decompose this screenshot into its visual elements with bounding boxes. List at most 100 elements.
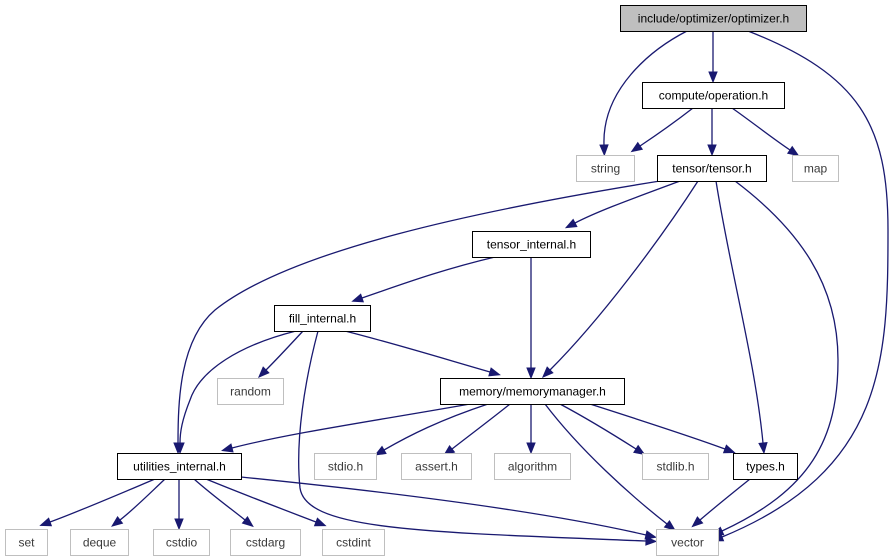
node-fill-internal[interactable]: fill_internal.h [274, 305, 371, 332]
edge-memorymanager-to-types [589, 403, 736, 454]
edge-utilities_internal-to-cstdint [205, 478, 327, 527]
edge-line [177, 180, 661, 444]
edges-layer [39, 30, 889, 546]
node-label: utilities_internal.h [133, 460, 226, 474]
node-label: set [18, 536, 35, 550]
node-box [117, 453, 242, 480]
node-label: types.h [746, 460, 785, 474]
edge-utilities_internal-to-set [39, 478, 156, 527]
node-algorithm: algorithm [494, 453, 571, 480]
node-box [494, 453, 571, 480]
arrowhead-icon [351, 293, 365, 303]
node-tensor[interactable]: tensor/tensor.h [657, 155, 767, 182]
node-label: map [804, 162, 828, 176]
edge-line [549, 180, 699, 371]
node-cstdint: cstdint [322, 529, 385, 556]
node-label: cstdio [166, 536, 198, 550]
node-operation[interactable]: compute/operation.h [642, 82, 785, 109]
arrowhead-icon [707, 144, 717, 157]
arrowhead-icon [722, 444, 736, 454]
node-box [314, 453, 377, 480]
edge-memorymanager-to-utilities_internal [221, 403, 471, 453]
edge-tensor_internal-to-memorymanager [526, 257, 536, 380]
edge-tensor-to-utilities_internal [173, 180, 661, 455]
node-label: deque [83, 536, 117, 550]
arrowhead-icon [526, 367, 536, 380]
node-box [5, 529, 48, 556]
node-label: assert.h [415, 460, 458, 474]
edge-line [574, 180, 681, 224]
edge-line [589, 403, 726, 450]
edge-types-to-vector [691, 478, 751, 528]
node-label: algorithm [508, 460, 557, 474]
arrowhead-icon [257, 366, 270, 379]
node-label: include/optimizer/optimizer.h [638, 12, 789, 26]
edge-line [639, 107, 694, 147]
edge-memorymanager-to-stdlib [559, 403, 646, 456]
node-cstdarg: cstdarg [230, 529, 301, 556]
node-box [656, 529, 719, 556]
node-box [642, 82, 785, 109]
node-box [274, 305, 371, 332]
arrowhead-icon [645, 536, 658, 546]
node-label: vector [671, 536, 704, 550]
node-label: fill_internal.h [289, 312, 356, 326]
arrowhead-icon [564, 218, 578, 229]
arrowhead-icon [708, 71, 718, 84]
edge-memorymanager-to-stdio [374, 403, 489, 456]
edge-operation-to-map [731, 107, 800, 157]
node-memorymanager[interactable]: memory/memorymanager.h [440, 378, 625, 405]
edge-utilities_internal-to-vector [240, 476, 658, 540]
edge-utilities_internal-to-cstdarg [193, 478, 254, 528]
node-box [217, 378, 284, 405]
node-deque: deque [70, 529, 129, 556]
node-box [792, 155, 839, 182]
arrowhead-icon [241, 515, 254, 528]
edge-memorymanager-to-vector [544, 403, 676, 531]
node-random: random [217, 378, 284, 405]
node-utilities-internal[interactable]: utilities_internal.h [117, 453, 242, 480]
node-label: memory/memorymanager.h [459, 385, 606, 399]
arrowhead-icon [644, 530, 658, 540]
edge-optimizer-to-operation [708, 31, 718, 84]
node-set: set [5, 529, 48, 556]
arrowhead-icon [39, 517, 53, 527]
edge-memorymanager-to-algorithm [526, 404, 536, 455]
edge-tensor_internal-to-fill_internal [351, 256, 496, 303]
node-types[interactable]: types.h [733, 453, 798, 480]
node-label: stdio.h [328, 460, 363, 474]
arrowhead-icon [758, 442, 768, 455]
node-map: map [792, 155, 839, 182]
node-box [322, 529, 385, 556]
edge-line [361, 256, 496, 299]
node-cstdio: cstdio [153, 529, 210, 556]
node-optimizer[interactable]: include/optimizer/optimizer.h [620, 5, 807, 32]
node-label: tensor_internal.h [487, 238, 576, 252]
arrowhead-icon [786, 145, 800, 157]
node-label: stdlib.h [656, 460, 694, 474]
edge-memorymanager-to-assert [443, 403, 511, 456]
node-box [70, 529, 129, 556]
edge-line [298, 330, 647, 542]
arrowhead-icon [488, 367, 501, 377]
edge-fill_internal-to-memorymanager [344, 330, 501, 377]
edge-line [451, 403, 511, 450]
node-label: cstdarg [246, 536, 285, 550]
node-box [230, 529, 301, 556]
arrowhead-icon [691, 516, 704, 528]
arrowhead-icon [174, 518, 184, 531]
arrowhead-icon [221, 443, 234, 453]
edge-line [344, 330, 491, 373]
arrowhead-icon [313, 517, 327, 527]
edge-line [49, 478, 156, 523]
node-vector: vector [656, 529, 719, 556]
arrowhead-icon [175, 442, 185, 455]
edge-tensor-to-memorymanager [541, 180, 699, 379]
node-box [620, 5, 807, 32]
node-tensor-internal[interactable]: tensor_internal.h [472, 231, 591, 258]
edge-line [603, 30, 688, 146]
edge-optimizer-to-string [599, 30, 688, 157]
node-stdio: stdio.h [314, 453, 377, 480]
edge-utilities_internal-to-cstdio [174, 479, 184, 531]
